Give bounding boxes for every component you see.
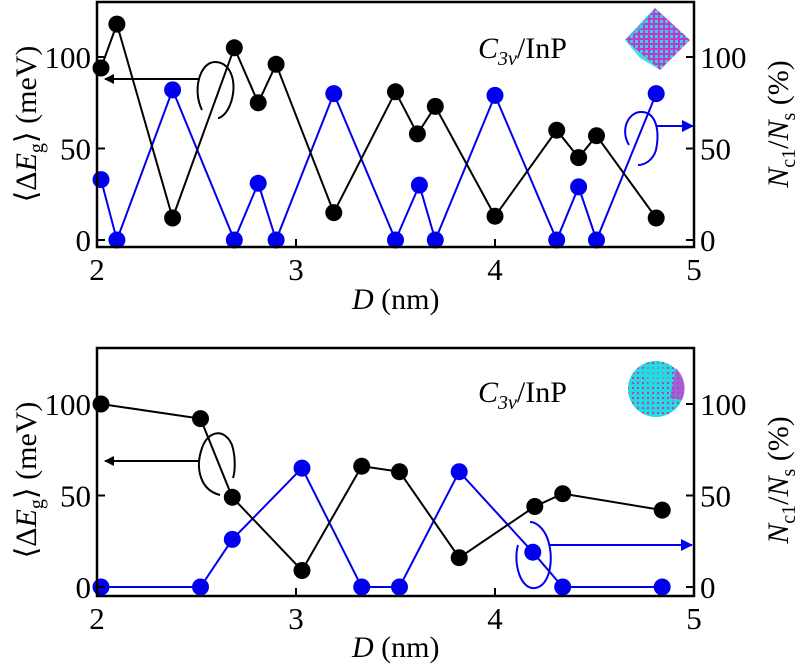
top-data-point bbox=[486, 207, 504, 225]
top-data-point bbox=[325, 204, 343, 222]
svg-text:⟨ΔEg⟩ (meV): ⟨ΔEg⟩ (meV) bbox=[10, 402, 48, 559]
bottom-x-tick-label: 5 bbox=[686, 601, 702, 636]
bottom-data-point bbox=[526, 498, 544, 515]
top-x-tick-label: 4 bbox=[487, 252, 503, 287]
top-left-y-tick-label: 0 bbox=[76, 223, 92, 258]
top-data-point bbox=[426, 97, 444, 115]
bottom-plot-frame bbox=[95, 346, 696, 598]
bottom-data-point bbox=[524, 543, 542, 561]
top-plot-frame bbox=[95, 0, 696, 249]
bottom-data-point bbox=[353, 457, 371, 475]
top-data-point bbox=[325, 85, 343, 103]
top-data-point bbox=[570, 178, 588, 196]
bottom-left-y-tick-label: 50 bbox=[60, 479, 91, 514]
bottom-data-point bbox=[192, 578, 209, 596]
bottom-series-layer bbox=[92, 395, 671, 596]
top-data-point bbox=[249, 174, 267, 192]
bottom-data-point bbox=[653, 578, 671, 596]
top-data-point bbox=[249, 94, 267, 112]
bottom-x-tick-label: 4 bbox=[487, 601, 503, 636]
top-data-point bbox=[548, 121, 566, 139]
bottom-right-axis-indicator bbox=[515, 521, 693, 589]
bottom-left-axis-indicator bbox=[104, 432, 236, 496]
top-annotation: C3v/InP bbox=[478, 32, 567, 70]
top-data-point bbox=[387, 231, 404, 249]
top-data-point bbox=[486, 86, 504, 104]
bottom-left-y-tick-label: 100 bbox=[45, 387, 92, 422]
bottom-data-point bbox=[293, 459, 311, 477]
bottom-data-point bbox=[353, 578, 371, 596]
top-data-point bbox=[164, 81, 182, 99]
top-right-y-tick-label: 100 bbox=[700, 40, 747, 75]
bottom-right-y-tick-label: 100 bbox=[700, 387, 747, 422]
top-data-point bbox=[225, 231, 243, 249]
bottom-data-point bbox=[293, 562, 311, 579]
bottom-x-axis-label: D (nm) bbox=[351, 631, 440, 664]
top-data-point bbox=[164, 209, 182, 227]
bottom-series-line-energy bbox=[100, 403, 663, 573]
top-data-point bbox=[92, 171, 110, 189]
top-data-point bbox=[647, 209, 665, 227]
top-data-point bbox=[108, 15, 126, 33]
top-right-y-tick-label: 50 bbox=[700, 132, 731, 167]
bottom-data-point bbox=[450, 549, 468, 567]
top-data-point bbox=[408, 125, 426, 143]
top-left-y-tick-label: 100 bbox=[45, 40, 92, 75]
top-left-y-axis-label: ⟨ΔEg⟩ (meV) bbox=[10, 46, 48, 203]
top-right-y-tick-label: 0 bbox=[700, 223, 716, 258]
top-data-point bbox=[108, 231, 126, 249]
top-right-y-axis-label: Nc1/Ns (%) bbox=[762, 60, 800, 189]
bottom-data-point bbox=[554, 485, 572, 503]
bottom-data-point bbox=[192, 410, 209, 428]
top-data-point bbox=[225, 39, 243, 57]
spherical-nanocrystal-icon bbox=[628, 361, 685, 417]
top-x-tick-label: 5 bbox=[686, 252, 702, 287]
bottom-data-point bbox=[554, 578, 572, 596]
bottom-data-point bbox=[450, 463, 468, 481]
bottom-left-y-tick-label: 0 bbox=[76, 570, 92, 605]
bottom-data-point bbox=[223, 488, 241, 506]
bottom-data-point bbox=[391, 463, 408, 481]
top-data-point bbox=[588, 231, 605, 249]
top-data-point bbox=[387, 83, 404, 101]
bottom-x-tick-label: 2 bbox=[89, 601, 105, 636]
svg-text:⟨ΔEg⟩ (meV): ⟨ΔEg⟩ (meV) bbox=[10, 46, 48, 203]
bottom-x-tick-label: 3 bbox=[288, 601, 304, 636]
svg-text:Nc1/Ns (%): Nc1/Ns (%) bbox=[762, 60, 800, 189]
top-data-point bbox=[570, 149, 588, 167]
top-data-point bbox=[588, 127, 605, 145]
top-left-y-tick-label: 50 bbox=[60, 132, 91, 167]
top-data-point bbox=[92, 59, 110, 77]
bottom-annotation: C3v/InP bbox=[478, 376, 567, 414]
bottom-data-point bbox=[223, 530, 241, 548]
bottom-right-y-tick-label: 50 bbox=[700, 479, 731, 514]
octahedral-nanocrystal-icon bbox=[625, 8, 690, 70]
bottom-right-y-tick-label: 0 bbox=[700, 570, 716, 605]
top-data-point bbox=[647, 85, 665, 103]
top-data-point bbox=[426, 231, 444, 249]
bottom-series-line-ratio bbox=[101, 466, 663, 588]
bottom-left-y-axis-label: ⟨ΔEg⟩ (meV) bbox=[10, 402, 48, 559]
top-x-axis-label: D (nm) bbox=[351, 283, 440, 316]
svg-text:Nc1/Ns (%): Nc1/Ns (%) bbox=[762, 416, 800, 545]
top-series-line-ratio bbox=[100, 87, 658, 244]
top-x-tick-label: 3 bbox=[288, 252, 304, 287]
top-series-layer bbox=[92, 15, 665, 249]
top-right-axis-indicator bbox=[624, 110, 694, 166]
top-x-tick-label: 2 bbox=[89, 252, 105, 287]
top-data-point bbox=[410, 176, 428, 194]
top-left-axis-indicator bbox=[104, 60, 235, 119]
bottom-right-y-axis-label: Nc1/Ns (%) bbox=[762, 416, 800, 545]
top-data-point bbox=[267, 231, 285, 249]
bottom-data-point bbox=[391, 578, 408, 596]
bottom-data-point bbox=[653, 501, 671, 519]
top-data-point bbox=[548, 231, 566, 249]
top-data-point bbox=[267, 55, 285, 73]
